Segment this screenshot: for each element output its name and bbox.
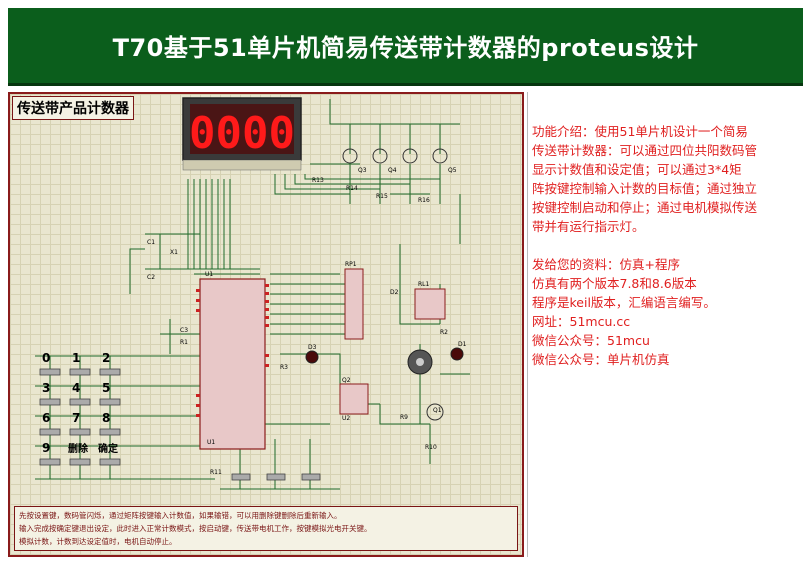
resistor-pack xyxy=(344,268,364,340)
svg-text:R9: R9 xyxy=(400,414,408,421)
key-label-9: 9 xyxy=(42,441,50,455)
resource-line: 程序是keil版本，汇编语言编写。 xyxy=(532,295,716,310)
svg-text:R10: R10 xyxy=(425,444,437,451)
resource-text: 发给您的资料：仿真+程序 仿真有两个版本7.8和8.6版本 程序是keil版本，… xyxy=(532,255,799,369)
info-panel: 功能介绍：使用51单片机设计一个简易 传送带计数器：可以通过四位共阳数码管 显示… xyxy=(527,92,803,557)
svg-text:R2: R2 xyxy=(440,329,448,336)
svg-text:RP1: RP1 xyxy=(345,261,357,268)
svg-text:U2: U2 xyxy=(342,415,350,422)
note-line-2: 输入完成按确定键退出设定，此时进入正常计数模式，按启动键，传送带电机工作，按键模… xyxy=(19,524,372,533)
svg-text:RL1: RL1 xyxy=(418,281,430,288)
mcu-chip: U1 xyxy=(196,271,269,450)
optocoupler xyxy=(339,383,369,415)
note-line-1: 先按设置键，数码管闪烁，通过矩阵按键输入计数值，如果输错，可以用删除键删除后重新… xyxy=(19,511,342,520)
key-label-1: 1 xyxy=(72,351,80,365)
key-label-3: 3 xyxy=(42,381,50,395)
svg-text:Q3: Q3 xyxy=(358,167,367,174)
control-buttons xyxy=(231,473,321,481)
intro-line: 显示计数值和设定值；可以通过3*4矩 xyxy=(532,162,742,177)
key-label-8: 8 xyxy=(102,411,110,425)
svg-text:R11: R11 xyxy=(210,469,222,476)
component-labels: Q1 Q2 Q3 Q4 Q5 R13 R14 R15 R16 RP1 C1 C2… xyxy=(147,167,467,476)
seven-segment-display: 0000 xyxy=(182,97,302,171)
key-label-4: 4 xyxy=(72,381,80,395)
svg-text:C3: C3 xyxy=(180,327,188,334)
resource-line: 发给您的资料：仿真+程序 xyxy=(532,257,680,272)
svg-text:Q5: Q5 xyxy=(448,167,457,174)
display-value: 0000 xyxy=(189,108,295,159)
page-title: T70基于51单片机简易传送带计数器的proteus设计 xyxy=(112,34,699,62)
intro-line: 按键控制启动和停止；通过电机模拟传送 xyxy=(532,200,758,215)
keypad: 0 1 2 3 4 5 6 7 8 9 删除 确定 xyxy=(39,351,121,466)
resource-line: 仿真有两个版本7.8和8.6版本 xyxy=(532,276,697,291)
intro-line: 传送带计数器：可以通过四位共阳数码管 xyxy=(532,143,758,158)
key-label-6: 6 xyxy=(42,411,50,425)
svg-text:R15: R15 xyxy=(376,193,388,200)
key-label-7: 7 xyxy=(72,411,80,425)
key-label-2: 2 xyxy=(102,351,110,365)
svg-text:C1: C1 xyxy=(147,239,155,246)
svg-text:Q4: Q4 xyxy=(388,167,397,174)
intro-line: 阵按键控制输入计数的目标值；通过独立 xyxy=(532,181,758,196)
key-label-delete: 删除 xyxy=(68,442,89,455)
website-line: 网址：51mcu.cc xyxy=(532,314,631,329)
key-label-5: 5 xyxy=(102,381,110,395)
svg-text:X1: X1 xyxy=(170,249,178,256)
indicator-led xyxy=(450,347,464,361)
led-d3 xyxy=(305,350,319,364)
title-banner: T70基于51单片机简易传送带计数器的proteus设计 xyxy=(8,8,803,86)
schematic-title: 传送带产品计数器 xyxy=(12,96,134,120)
svg-text:Q2: Q2 xyxy=(342,377,351,384)
relay xyxy=(414,288,446,320)
svg-text:R3: R3 xyxy=(280,364,288,371)
intro-text: 功能介绍：使用51单片机设计一个简易 传送带计数器：可以通过四位共阳数码管 显示… xyxy=(532,122,799,236)
svg-text:R16: R16 xyxy=(418,197,430,204)
svg-text:U1: U1 xyxy=(207,439,215,446)
transistors xyxy=(342,148,448,421)
intro-line: 功能介绍：使用51单片机设计一个简易 xyxy=(532,124,748,139)
svg-text:C2: C2 xyxy=(147,274,155,281)
svg-text:D1: D1 xyxy=(458,341,467,348)
schematic-note: 先按设置键，数码管闪烁，通过矩阵按键输入计数值，如果输错，可以用删除键删除后重新… xyxy=(14,506,518,551)
svg-text:R1: R1 xyxy=(180,339,188,346)
svg-text:D2: D2 xyxy=(390,289,399,296)
key-label-0: 0 xyxy=(42,351,50,365)
svg-text:R13: R13 xyxy=(312,177,324,184)
intro-line: 带并有运行指示灯。 xyxy=(532,219,645,234)
wechat-line: 微信公众号：51mcu xyxy=(532,333,650,348)
schematic-sheet: 0000 U1 xyxy=(8,92,524,557)
note-line-3: 模拟计数，计数到达设定值时，电机自动停止。 xyxy=(19,537,177,546)
schematic-diagram: 0000 U1 xyxy=(35,97,470,490)
svg-text:D3: D3 xyxy=(308,344,317,351)
svg-text:Q1: Q1 xyxy=(433,407,442,414)
svg-text:U1: U1 xyxy=(205,271,213,278)
wechat-line: 微信公众号：单片机仿真 xyxy=(532,352,670,367)
svg-text:R14: R14 xyxy=(346,185,358,192)
key-label-confirm: 确定 xyxy=(98,442,118,455)
